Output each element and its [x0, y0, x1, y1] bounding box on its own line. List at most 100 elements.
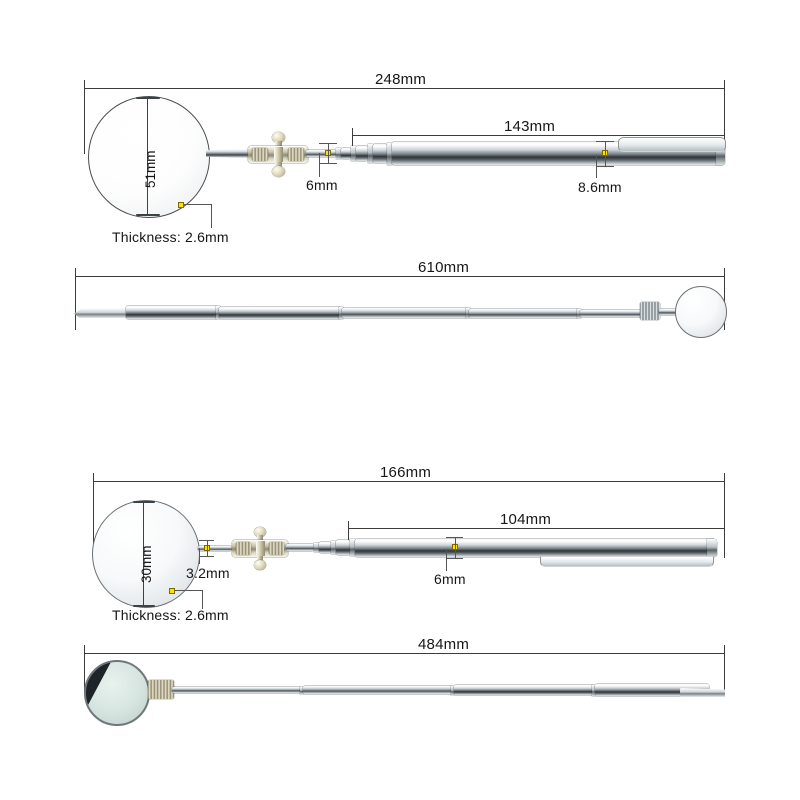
pivot-bottom-stem	[275, 162, 282, 168]
shaft-segment-small	[286, 544, 314, 551]
figure-small-extended: 484mm	[84, 636, 726, 726]
pivot-joint-small	[232, 527, 288, 571]
dim-484-label: 484mm	[418, 636, 470, 653]
pivot-small-bottom-knob	[254, 560, 266, 570]
mirror-glass-extended-small	[84, 660, 150, 726]
pivot-bottom-knob	[272, 166, 285, 177]
mirror-glass-extended-large	[675, 286, 727, 338]
dim-86-label: 8.6mm	[578, 179, 622, 195]
ext-large-collar-3	[466, 308, 470, 318]
dim-6mm-tick	[327, 143, 329, 163]
ext-large-section-2	[219, 307, 341, 319]
ext-small-pivot	[148, 680, 174, 699]
dim-248-right-tick	[724, 80, 726, 162]
dim-610-label: 610mm	[418, 259, 470, 276]
telescope-small-section-2	[336, 540, 350, 555]
pivot-joint-large	[248, 132, 308, 178]
dim-248-line	[84, 88, 725, 90]
ext-large-collar-2	[339, 307, 343, 319]
mirror-glass-large	[88, 96, 210, 218]
ext-small-section-3	[454, 685, 594, 695]
telescope-small-section-1	[319, 542, 331, 553]
dim-104-line	[348, 528, 725, 530]
pivot-knurl-right	[288, 148, 304, 161]
dim-86-leader	[596, 155, 597, 178]
telescope-section-2	[356, 146, 368, 161]
telescope-collar-2	[351, 146, 356, 161]
dim-143-label: 143mm	[504, 118, 556, 135]
handle-end-cap	[716, 142, 725, 165]
dim-6mm-small-label: 6mm	[434, 571, 466, 587]
ext-small-collar-3	[592, 684, 596, 696]
ext-large-section-3	[342, 308, 468, 318]
dim-166-label: 166mm	[380, 464, 432, 481]
dim-32-cap-bottom	[199, 556, 214, 557]
mirror-neck-small	[198, 546, 232, 551]
dim-143-line	[352, 135, 725, 137]
dim-32-label: 3.2mm	[186, 565, 230, 581]
dim-86-tick	[604, 141, 606, 166]
dim-484-line	[84, 653, 725, 655]
pivot-small-knurl-right	[269, 542, 284, 555]
ext-large-mirror-neck	[659, 309, 679, 315]
ext-large-section-4	[469, 309, 579, 318]
ext-small-collar-2	[451, 685, 455, 695]
pivot-knurl-left	[252, 148, 268, 161]
dim-6mm-label: 6mm	[306, 177, 338, 193]
dim-166-right-tick	[724, 473, 726, 558]
pivot-top-knob	[272, 132, 285, 143]
dim-32-tick	[206, 540, 208, 556]
pivot-small-center-post	[256, 541, 265, 556]
dim-484-left-tick	[84, 645, 86, 693]
thickness-leader-h	[184, 204, 212, 205]
mirror-dia-line	[147, 97, 149, 216]
pocket-clip-small	[540, 556, 714, 567]
dim-6mm-small-cap-bottom	[446, 558, 463, 559]
ext-large-collar-1	[216, 306, 220, 319]
telescope-collar-1	[336, 148, 341, 159]
mirror-small-dia-line	[143, 501, 145, 607]
telescope-small-collar-2	[331, 541, 336, 554]
telescope-small-collar-3	[350, 539, 355, 556]
telescope-section-3	[373, 144, 387, 163]
pivot-small-top-stem	[257, 535, 263, 542]
ext-large-section-1	[126, 306, 218, 319]
ext-small-section-1	[172, 687, 302, 693]
handle-barrel-small	[355, 538, 715, 557]
dim-166-line	[93, 481, 725, 483]
thickness-label-small: Thickness: 2.6mm	[112, 607, 229, 623]
telescope-collar-4	[387, 142, 392, 165]
marker-thickness-small	[169, 588, 175, 594]
ext-large-collar-4	[577, 309, 581, 318]
ext-large-section-5	[580, 310, 642, 317]
dim-104-left-tick	[348, 521, 350, 547]
dim-6mm-small-leader	[446, 549, 447, 571]
telescope-section-1	[341, 148, 351, 159]
handle-small-end-cap	[707, 538, 717, 557]
pivot-small-top-knob	[254, 527, 266, 537]
dim-248-left-tick	[84, 80, 86, 154]
telescope-small-collar-1	[314, 543, 319, 552]
figure-large-extended: 610mm	[0, 0, 800, 360]
dim-6mm-leader	[319, 153, 320, 177]
shaft-segment-6mm	[306, 150, 336, 157]
ext-large-pivot	[640, 302, 660, 320]
thickness-label-large: Thickness: 2.6mm	[112, 229, 229, 245]
thickness-leader-v	[211, 204, 212, 228]
pivot-small-bottom-stem	[257, 556, 263, 562]
handle-tip-extended-small	[680, 688, 725, 697]
pivot-top-stem	[275, 141, 282, 148]
thickness-small-leader-v	[202, 590, 203, 609]
dim-6mm-small-tick	[454, 537, 456, 558]
dim-143-left-tick	[352, 128, 354, 154]
figure-small-collapsed: 166mm 104mm 30mm 3.2mm	[92, 464, 726, 623]
dim-6mm-cap-bottom	[319, 163, 337, 164]
dim-610-line	[75, 276, 725, 278]
dim-166-left-tick	[93, 473, 95, 547]
dim-610-right-tick	[724, 268, 726, 330]
mirror-neck-large	[206, 149, 248, 158]
marker-thickness-large	[178, 202, 184, 208]
dim-32-leader	[199, 548, 200, 564]
pocket-clip-large	[618, 137, 726, 152]
